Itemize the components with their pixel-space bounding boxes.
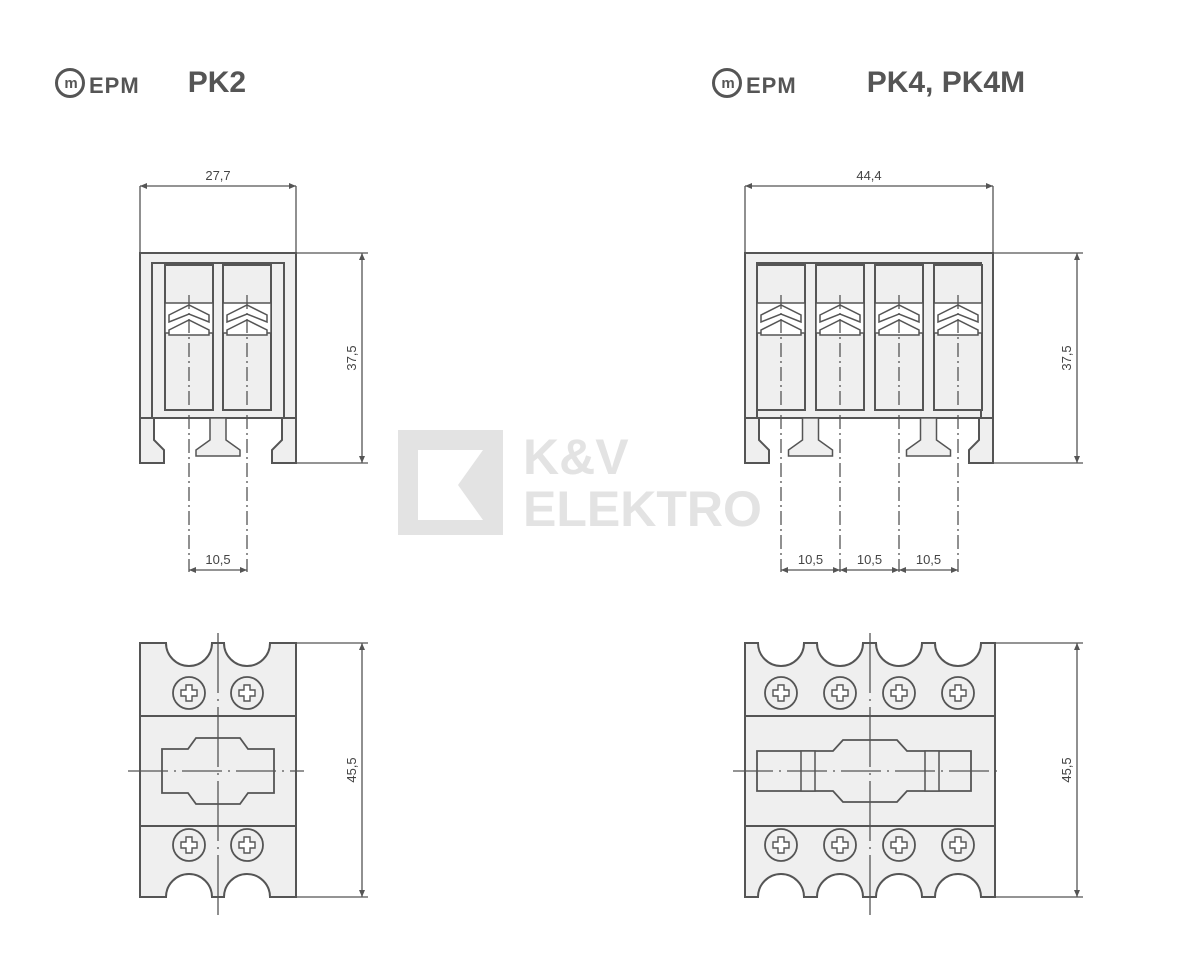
mounting-foot-right	[271, 417, 297, 464]
screw-cross-icon	[180, 836, 198, 854]
dimension-arrow	[359, 456, 365, 463]
screw-cross-icon	[890, 836, 908, 854]
dimension-arrow	[1074, 253, 1080, 260]
dimension-label: 45,5	[344, 757, 359, 782]
model-title: PK2	[187, 66, 247, 99]
screw-cross-icon	[238, 836, 256, 854]
dimension-arrow	[1074, 456, 1080, 463]
dimension-arrow	[899, 567, 906, 573]
dimension-label: 10,5	[798, 552, 823, 567]
dimension-label: 44,4	[856, 168, 881, 183]
dimension-arrow	[951, 567, 958, 573]
dimension-label: 10,5	[916, 552, 941, 567]
dimension-arrow	[986, 183, 993, 189]
mounting-foot-left	[744, 417, 770, 464]
dimension-arrow	[745, 183, 752, 189]
header-pk4: m EPM PK4, PK4M	[712, 66, 1025, 100]
dimension-arrow	[1074, 643, 1080, 650]
dimension-arrow	[359, 643, 365, 650]
watermark-logo-icon	[398, 430, 503, 535]
dimension-label: 27,7	[205, 168, 230, 183]
screw-cross-icon	[831, 836, 849, 854]
screw-cross-icon	[949, 836, 967, 854]
screw-cross-icon	[772, 684, 790, 702]
center-latch	[195, 417, 241, 457]
dimension-arrow	[289, 183, 296, 189]
center-latch	[787, 417, 834, 457]
center-latch	[905, 417, 952, 457]
epm-logo: m EPM	[712, 67, 797, 99]
dimension-arrow	[781, 567, 788, 573]
watermark: K&V ELEKTRO	[398, 430, 762, 535]
screw-cross-icon	[890, 684, 908, 702]
screw-cross-icon	[238, 684, 256, 702]
dimension-arrow	[833, 567, 840, 573]
screw-cross-icon	[949, 684, 967, 702]
dimension-label: 45,5	[1059, 757, 1074, 782]
dimension-arrow	[140, 183, 147, 189]
epm-logo-mark: m	[55, 68, 85, 98]
dimension-label: 37,5	[1059, 345, 1074, 370]
screw-cross-icon	[180, 684, 198, 702]
epm-logo: m EPM	[55, 67, 140, 99]
screw-cross-icon	[831, 684, 849, 702]
dimension-arrow	[1074, 890, 1080, 897]
header-pk2: m EPM PK2	[55, 66, 246, 100]
watermark-line2: ELEKTRO	[523, 480, 762, 537]
dimension-label: 10,5	[857, 552, 882, 567]
dimension-arrow	[840, 567, 847, 573]
dimension-label: 10,5	[205, 552, 230, 567]
dimension-arrow	[892, 567, 899, 573]
model-title: PK4, PK4M	[866, 66, 1026, 99]
dimension-arrow	[189, 567, 196, 573]
screw-cross-icon	[772, 836, 790, 854]
dimension-arrow	[359, 890, 365, 897]
logo-text: EPM	[89, 73, 140, 98]
logo-text: EPM	[746, 73, 797, 98]
mounting-foot-left	[139, 417, 165, 464]
mounting-foot-right	[968, 417, 994, 464]
dimension-arrow	[240, 567, 247, 573]
dimension-arrow	[359, 253, 365, 260]
epm-logo-mark: m	[712, 68, 742, 98]
dimension-label: 37,5	[344, 345, 359, 370]
watermark-line1: K&V	[523, 428, 629, 485]
